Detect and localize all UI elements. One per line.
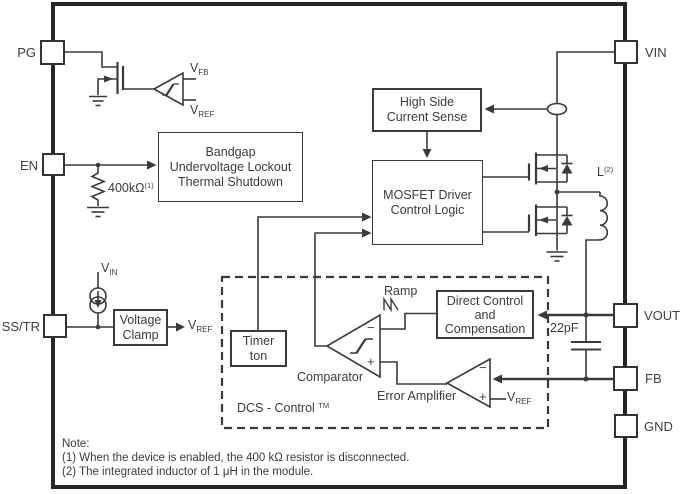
direct-line2: and <box>474 307 496 322</box>
dcs-control-dashed-region <box>220 275 550 430</box>
pin-pg <box>40 40 65 65</box>
note-line1: (1) When the device is enabled, the 400 … <box>62 452 410 464</box>
voltage-clamp-block: Voltage Clamp <box>113 309 168 346</box>
ramp-label: Ramp <box>384 284 418 298</box>
resistor-icon <box>89 167 107 206</box>
error-amp-plus-sign: + <box>479 389 487 404</box>
dcs-control-label: DCS - Control TM <box>237 401 330 415</box>
vout-pin-label: VOUT <box>644 308 680 323</box>
direct-line3: Compensation <box>444 321 526 336</box>
hscs-line1: High Side <box>399 95 455 109</box>
high-side-current-sense-block: High Side Current Sense <box>372 88 482 132</box>
direct-control-block: Direct Control and Compensation <box>436 290 534 339</box>
pg-comparator-icon <box>124 71 196 107</box>
mosfet-driver-block: MOSFET Driver Control Logic <box>372 160 483 245</box>
bandgap-block: Bandgap Undervoltage Lockout Thermal Shu… <box>158 132 303 202</box>
comparator-icon <box>314 228 447 385</box>
hscs-line2: Current Sense <box>386 110 468 124</box>
pin-sstr <box>43 314 67 338</box>
en-pin-label: EN <box>19 158 38 173</box>
chip-boundary <box>51 2 627 489</box>
comparator-plus-sign: + <box>367 354 375 369</box>
low-side-mosfet-icon <box>483 204 573 251</box>
pin-vout <box>613 303 638 328</box>
ramp-waveform-icon <box>383 296 399 313</box>
power-ground-icon <box>546 251 568 262</box>
vclamp-line1: Voltage <box>119 312 162 327</box>
en-ground-icon <box>87 206 109 218</box>
timer-line1: Timer <box>242 333 275 348</box>
vin-wire <box>556 51 614 155</box>
vref-ea-label: VREF <box>507 390 532 406</box>
vfb-label: VFB <box>190 61 209 77</box>
high-side-mosfet-icon <box>483 152 573 207</box>
pin-fb <box>613 366 638 391</box>
comparator-label: Comparator <box>297 370 363 384</box>
note-title: Note: <box>62 438 90 450</box>
vin-source-label: VIN <box>101 261 118 277</box>
gnd-pin-label: GND <box>644 419 673 434</box>
capacitor-label: 22pF <box>550 321 579 335</box>
sstr-pin-label: SS/TR <box>1 319 40 334</box>
current-sense-arrow <box>484 104 548 114</box>
vclamp-line2: Clamp <box>122 327 159 342</box>
timer-line2: ton <box>249 348 268 363</box>
comparator-minus-sign: − <box>367 320 375 335</box>
en-wire <box>64 160 157 170</box>
bandgap-line2: Undervoltage Lockout <box>169 159 292 174</box>
body-diode-icon <box>561 207 573 234</box>
hysteresis-icon <box>162 83 179 96</box>
pin-vin <box>614 40 638 64</box>
body-diode-icon <box>561 155 573 182</box>
pg-ground-icon <box>89 95 107 107</box>
inductor-label: L(2) <box>597 165 614 179</box>
vin-pin-label: VIN <box>645 45 667 60</box>
driver-line2: Control Logic <box>390 202 465 217</box>
sstr-wire <box>67 324 113 330</box>
timer-ton-block: Timer ton <box>230 330 287 367</box>
capacitor-icon <box>571 315 601 379</box>
error-amp-minus-sign: − <box>479 360 487 375</box>
bandgap-line1: Bandgap <box>205 144 256 159</box>
fb-wire <box>492 374 613 384</box>
pg-wire <box>65 51 117 68</box>
vref-clamp-label: VREF <box>188 318 213 334</box>
pg-mosfet-icon <box>97 62 125 95</box>
resistor-label: 400kΩ(1) <box>108 181 154 195</box>
footnote: Note: (1) When the device is enabled, th… <box>62 437 409 479</box>
pg-pin-label: PG <box>17 45 36 60</box>
inductor-icon <box>585 192 609 315</box>
vref-output-arrow <box>168 322 185 332</box>
vref-pg-label: VREF <box>190 103 215 119</box>
pin-en <box>42 153 65 176</box>
direct-line1: Direct Control <box>446 293 524 308</box>
bandgap-line3: Thermal Shutdown <box>178 174 283 189</box>
error-amplifier-label: Error Amplifier <box>377 389 457 403</box>
pin-gnd <box>614 414 638 438</box>
current-sense-ellipse-icon <box>546 102 568 116</box>
note-line2: (2) The integrated inductor of 1 μH in t… <box>62 466 314 478</box>
error-amplifier-icon <box>445 357 506 409</box>
hscs-to-driver-arrow <box>422 132 432 158</box>
current-source-icon <box>89 272 107 327</box>
timer-output-wire <box>257 212 372 330</box>
fb-pin-label: FB <box>645 371 662 386</box>
hysteresis-icon <box>350 338 373 354</box>
driver-line1: MOSFET Driver <box>383 187 472 202</box>
